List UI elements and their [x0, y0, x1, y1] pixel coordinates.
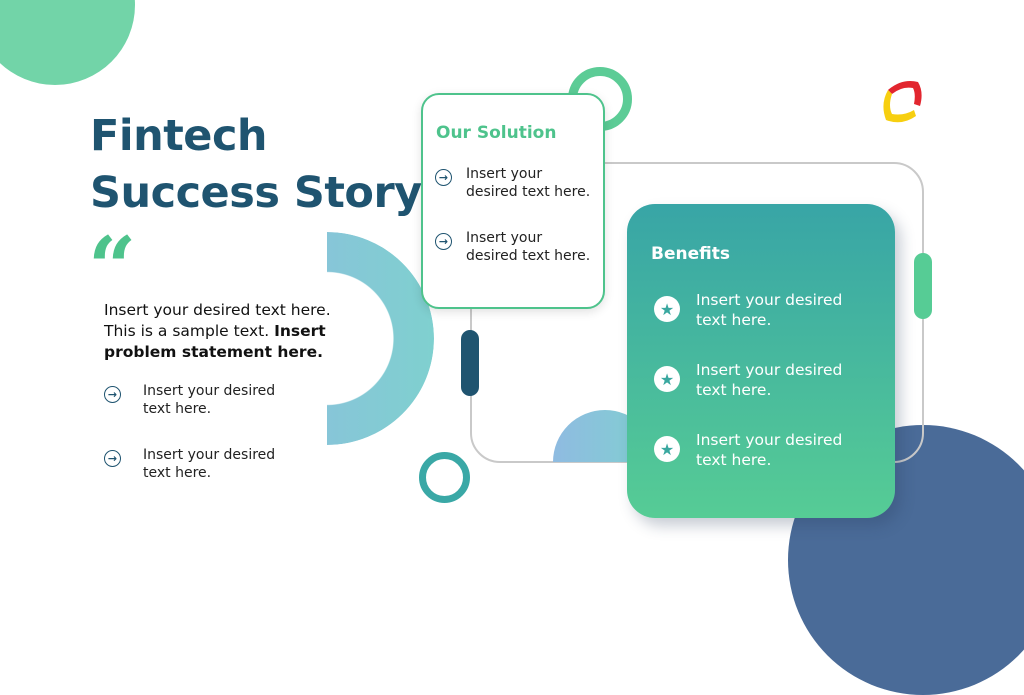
- star-circle-icon: ★: [654, 436, 680, 462]
- arrow-right-circle-icon: →: [104, 450, 121, 467]
- quote-icon: “: [88, 218, 137, 317]
- title-line-2: Success Story: [90, 168, 422, 218]
- star-circle-icon: ★: [654, 296, 680, 322]
- green-pill: [914, 253, 932, 319]
- navy-pill: [461, 330, 479, 396]
- arrow-right-circle-icon: →: [104, 386, 121, 403]
- benefits-heading: Benefits: [651, 244, 730, 264]
- intro-text: Insert your desired text here. This is a…: [104, 301, 331, 361]
- teal-ring: [419, 452, 470, 503]
- arrow-right-circle-icon: →: [435, 169, 452, 186]
- half-ring: [327, 232, 449, 445]
- solution-heading: Our Solution: [436, 123, 557, 143]
- top-left-circle: [0, 0, 135, 85]
- title-line-1: Fintech: [90, 111, 268, 161]
- logo: [883, 81, 922, 123]
- problem-statement: Insert problem statement here.: [104, 322, 326, 361]
- arrow-right-circle-icon: →: [435, 233, 452, 250]
- star-circle-icon: ★: [654, 366, 680, 392]
